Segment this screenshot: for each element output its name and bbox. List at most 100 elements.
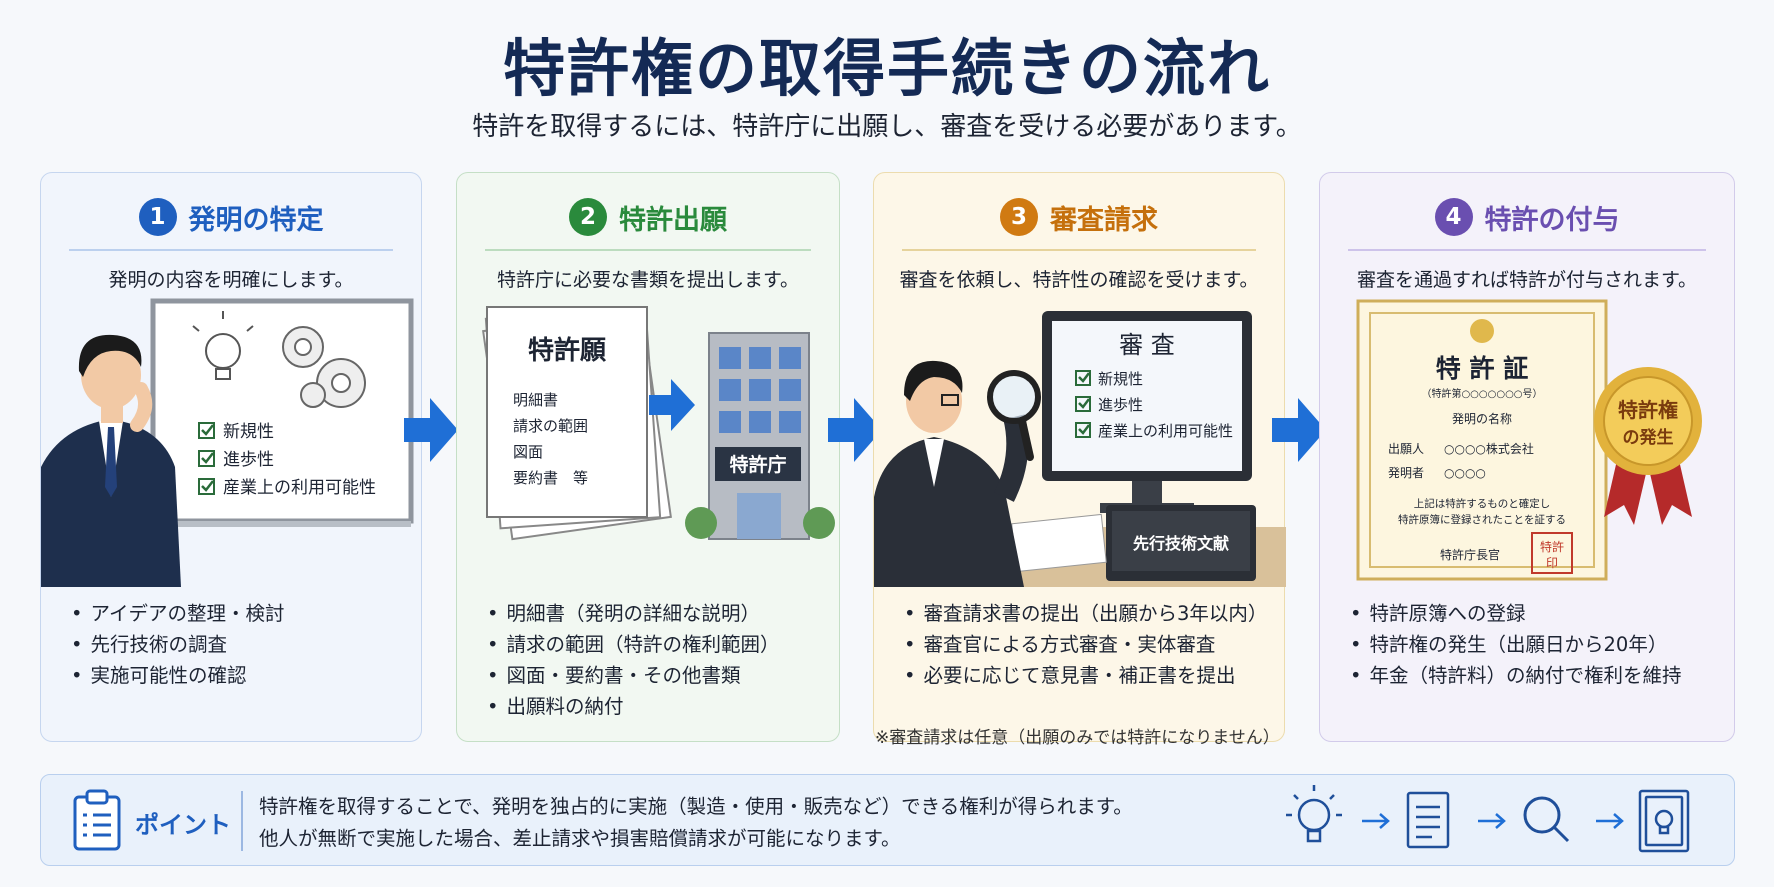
lightbulb-icon	[1286, 785, 1342, 843]
divider	[241, 791, 243, 851]
right-arrow-icon	[649, 379, 695, 431]
document-line: 明細書	[513, 391, 558, 409]
step-card-3: 3 審査請求 審査を依頼し、特許性の確認を受けます。 審 査 新規性 進歩性	[873, 172, 1286, 742]
right-arrow-icon	[404, 398, 458, 462]
seal-text: 特許	[1540, 539, 1564, 554]
divider	[1348, 249, 1706, 251]
gear-icon	[282, 326, 366, 408]
step-title: 審査請求	[1050, 204, 1158, 236]
step-card-2: 2 特許出願 特許庁に必要な書類を提出します。 特許願 明細書 請求の範囲 図面…	[456, 172, 840, 742]
bullet-list: 審査請求書の提出（出願から3年以内） 審査官による方式審査・実体審査 必要に応じ…	[904, 598, 1274, 691]
certificate-title: 特 許 証	[1436, 354, 1528, 383]
medal-icon: 特許権 の発生	[1594, 367, 1702, 525]
list-item: 特許原簿への登録	[1350, 598, 1724, 629]
certificate-value: ○○○○	[1444, 466, 1486, 480]
point-line: 特許権を取得することで、発明を独占的に実施（製造・使用・販売など）できる権利が得…	[259, 795, 1133, 818]
certificate-number: （特許第○○○○○○○号）	[1421, 387, 1542, 400]
bullet-list: アイデアの整理・検討 先行技術の調査 実施可能性の確認	[71, 598, 411, 691]
list-item: 実施可能性の確認	[71, 660, 411, 691]
step-header: 4 特許の付与	[1320, 197, 1734, 237]
step-header: 1 発明の特定	[41, 197, 421, 237]
list-item: 審査官による方式審査・実体審査	[904, 629, 1274, 660]
list-item: アイデアの整理・検討	[71, 598, 411, 629]
certificate-invention-name: 発明の名称	[1452, 411, 1512, 426]
step-illustration: 特許願 明細書 請求の範囲 図面 要約書 等 特許庁	[457, 297, 839, 587]
certificate-icon: 特 許 証 （特許第○○○○○○○号） 発明の名称 出願人 ○○○○株式会社 発…	[1356, 299, 1608, 581]
step-header: 2 特許出願	[457, 197, 839, 237]
document-line: 請求の範囲	[513, 417, 588, 435]
page-subtitle: 特許を取得するには、特許庁に出願し、審査を受ける必要があります。	[472, 112, 1302, 142]
list-item: 特許権の発生（出願日から20年）	[1350, 629, 1724, 660]
document-stack-icon: 特許願 明細書 請求の範囲 図面 要約書 等	[482, 306, 672, 541]
certificate-value: ○○○○株式会社	[1444, 441, 1534, 456]
monitor-icon: 審 査 新規性 進歩性 産業上の利用可能性	[1042, 311, 1252, 513]
magnifier-icon	[987, 370, 1041, 461]
divider	[485, 249, 811, 251]
process-flow-icons	[1286, 785, 1690, 853]
point-line: 他人が無断で実施した場合、差止請求や損害賠償請求が可能になります。	[259, 827, 901, 850]
divider	[69, 249, 393, 251]
flow-arrow-icon	[1362, 813, 1390, 829]
step-illustration: 特 許 証 （特許第○○○○○○○号） 発明の名称 出願人 ○○○○株式会社 発…	[1320, 297, 1734, 587]
step-number-badge: 4	[1434, 198, 1473, 236]
point-text: 特許権を取得することで、発明を独占的に実施（製造・使用・販売など）できる権利が得…	[259, 791, 1133, 855]
step-card-4: 4 特許の付与 審査を通過すれば特許が付与されます。 特 許 証 （特許第○○○…	[1319, 172, 1735, 742]
clipboard-icon	[73, 789, 121, 851]
step-title: 特許の付与	[1484, 204, 1620, 236]
step-number-badge: 1	[138, 198, 177, 236]
seal-text: 印	[1546, 556, 1558, 570]
step-description: 特許庁に必要な書類を提出します。	[496, 269, 800, 291]
step-number-badge: 3	[1000, 198, 1038, 236]
point-label: ポイント	[135, 811, 231, 839]
list-item: 図面・要約書・その他書類	[487, 660, 829, 691]
step-description: 発明の内容を明確にします。	[108, 269, 354, 291]
list-item: 審査請求書の提出（出願から3年以内）	[904, 598, 1274, 629]
person-illustration	[41, 334, 181, 587]
step-title: 発明の特定	[188, 204, 324, 236]
building-sign: 特許庁	[729, 453, 786, 476]
list-item: 明細書（発明の詳細な説明）	[487, 598, 829, 629]
screen-item: 産業上の利用可能性	[1098, 422, 1233, 440]
certificate-label: 出願人	[1388, 442, 1424, 456]
board-item: 新規性	[223, 422, 274, 442]
step-card-1: 1 発明の特定 発明の内容を明確にします。 新規性	[40, 172, 422, 742]
examiner-illustration	[874, 360, 1029, 587]
step-title: 特許出願	[619, 204, 727, 236]
lightbulb-icon	[192, 311, 254, 380]
point-box: ポイント 特許権を取得することで、発明を独占的に実施（製造・使用・販売など）でき…	[40, 774, 1735, 866]
flow-arrow-icon	[1596, 813, 1624, 829]
magnifier-icon	[1523, 796, 1570, 843]
step-description: 審査を通過すれば特許が付与されます。	[1356, 269, 1698, 291]
document-line: 要約書 等	[513, 469, 588, 487]
step-illustration: 審 査 新規性 進歩性 産業上の利用可能性 先行技術文献	[874, 297, 1286, 587]
list-item: 先行技術の調査	[71, 629, 411, 660]
list-item: 出願料の納付	[487, 691, 829, 722]
screen-title: 審 査	[1119, 331, 1175, 359]
certificate-statement: 上記は特許するものと確定し	[1414, 497, 1551, 510]
step-description: 審査を依頼し、特許性の確認を受けます。	[899, 269, 1259, 291]
list-item: 年金（特許料）の納付で権利を維持	[1350, 660, 1724, 691]
board-item: 進歩性	[223, 450, 274, 470]
medal-text: 特許権	[1618, 398, 1678, 422]
screen-item: 進歩性	[1098, 396, 1143, 414]
medal-text: の発生	[1623, 427, 1674, 448]
board-item: 産業上の利用可能性	[223, 478, 376, 498]
book-icon: 先行技術文献	[1106, 505, 1256, 581]
step-note: ※審査請求は任意（出願のみでは特許になりません）	[875, 728, 1280, 748]
document-title: 特許願	[528, 335, 607, 366]
step-number-badge: 2	[569, 198, 607, 236]
document-icon	[1406, 791, 1450, 849]
right-arrow-icon	[1272, 398, 1326, 462]
step-header: 3 審査請求	[874, 197, 1284, 237]
certificate-label: 発明者	[1388, 466, 1424, 480]
step-illustration: 新規性 進歩性 産業上の利用可能性	[41, 297, 421, 587]
book-label: 先行技術文献	[1133, 534, 1229, 553]
certificate-signer: 特許庁長官	[1440, 547, 1500, 562]
right-arrow-icon	[828, 398, 882, 462]
divider	[902, 249, 1256, 251]
list-item: 請求の範囲（特許の権利範囲）	[487, 629, 829, 660]
certificate-statement: 特許原簿に登録されたことを証する	[1398, 513, 1566, 526]
building-icon: 特許庁	[685, 332, 835, 540]
flow-arrow-icon	[1478, 813, 1506, 829]
document-line: 図面	[513, 443, 543, 461]
